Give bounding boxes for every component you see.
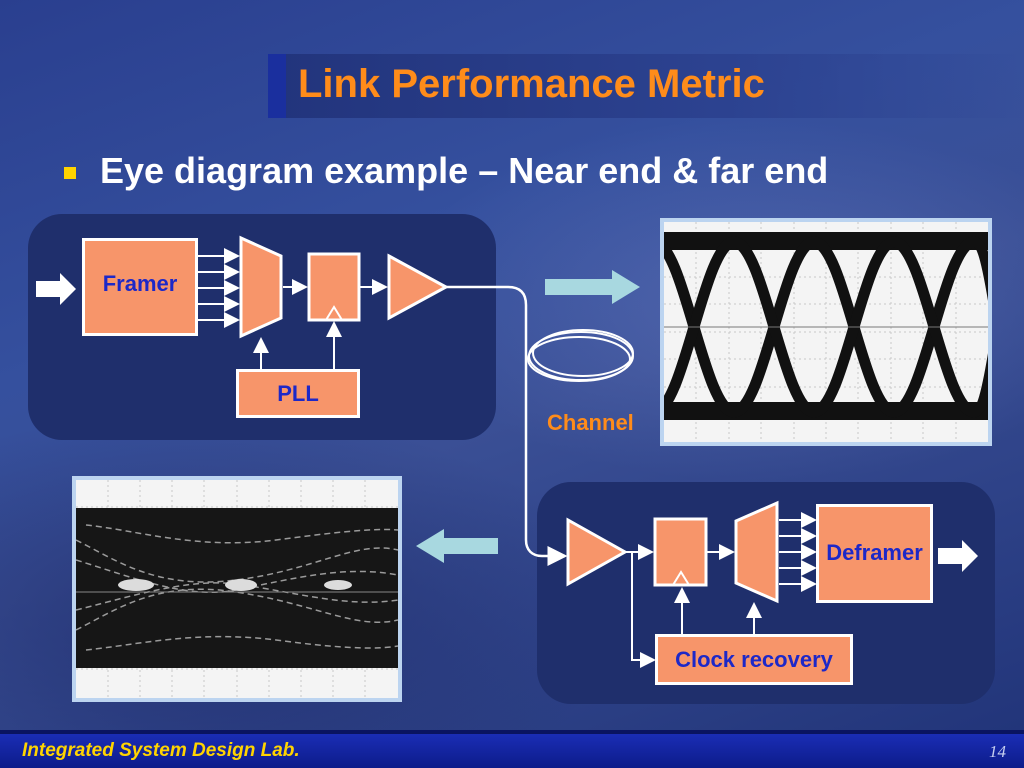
title-accent bbox=[268, 54, 286, 118]
rx-amplifier bbox=[566, 517, 629, 587]
far-end-pointer-arrow-icon bbox=[416, 529, 498, 563]
title-bar bbox=[268, 54, 1024, 118]
clock-recovery-block: Clock recovery bbox=[655, 634, 853, 685]
bullet-square-icon bbox=[64, 167, 76, 179]
deserializer-demux bbox=[734, 500, 779, 604]
pll-label: PLL bbox=[277, 380, 319, 406]
tx-driver-buffer bbox=[387, 253, 450, 321]
pll-block: PLL bbox=[236, 369, 360, 418]
rx-flip-flop bbox=[653, 517, 708, 587]
deframer-label: Deframer bbox=[826, 539, 923, 565]
serializer-mux bbox=[239, 235, 283, 339]
tx-flip-flop bbox=[307, 252, 361, 322]
output-arrow-icon bbox=[938, 540, 978, 572]
slide-title: Link Performance Metric bbox=[298, 62, 765, 106]
channel-label: Channel bbox=[547, 410, 634, 435]
input-arrow-icon bbox=[36, 273, 76, 305]
deframer-block: Deframer bbox=[816, 504, 933, 603]
bullet-text: Eye diagram example – Near end & far end bbox=[100, 150, 829, 191]
footer-lab-name: Integrated System Design Lab. bbox=[22, 740, 300, 761]
framer-label: Framer bbox=[102, 271, 178, 296]
channel-cable-icon bbox=[527, 329, 634, 382]
framer-block: Framer bbox=[82, 238, 198, 336]
near-end-pointer-arrow-icon bbox=[545, 270, 640, 304]
far-end-eye-diagram bbox=[72, 476, 402, 702]
clock-recovery-label: Clock recovery bbox=[675, 646, 833, 672]
near-end-eye-diagram bbox=[660, 218, 992, 446]
footer-bar bbox=[0, 730, 1024, 768]
page-number: 14 bbox=[989, 742, 1006, 761]
